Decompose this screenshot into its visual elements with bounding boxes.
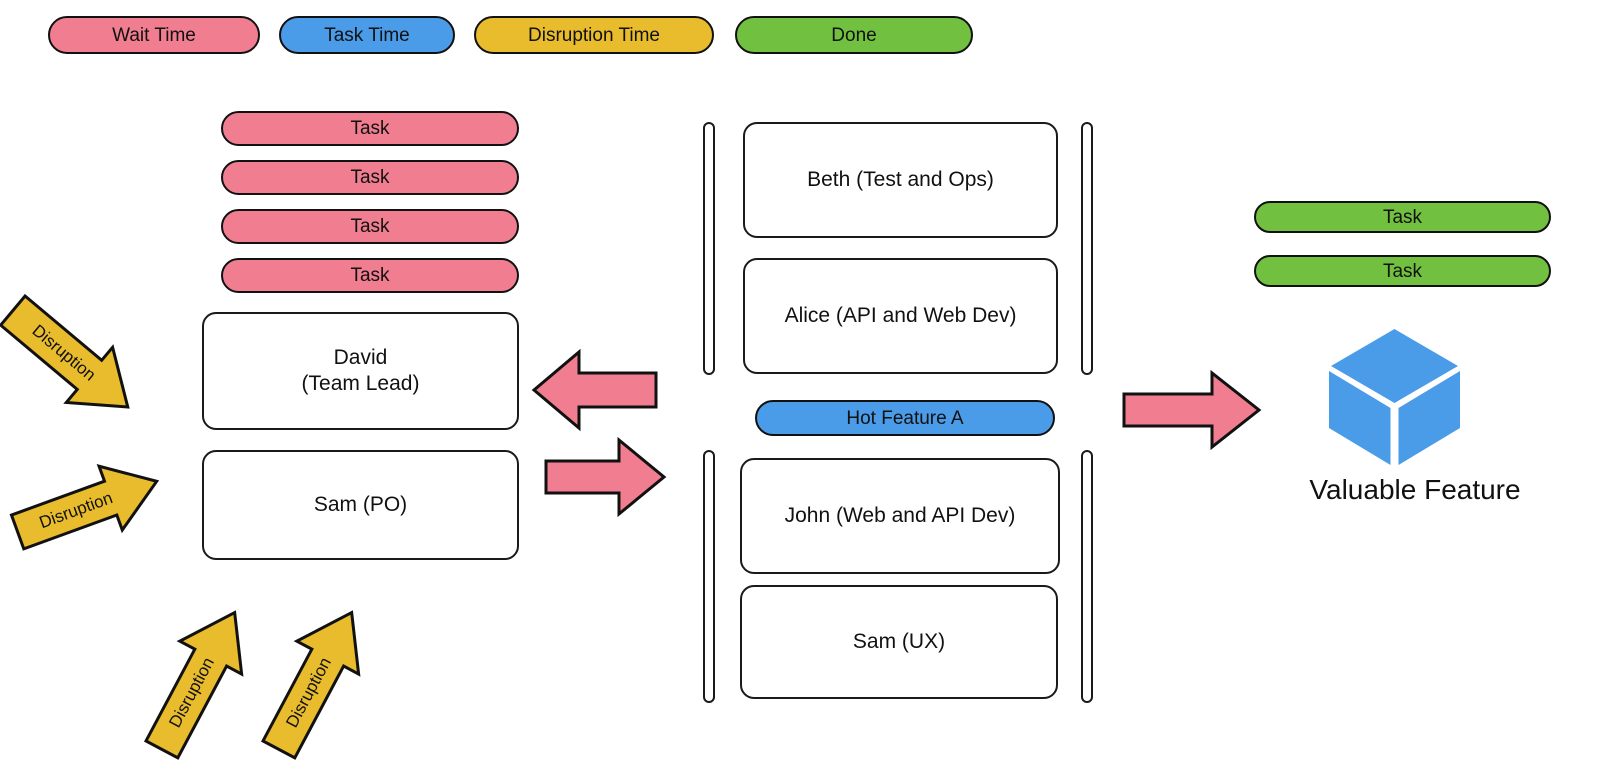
legend-item-task-time[interactable]: Task Time	[279, 16, 455, 54]
done-task-label: Task	[1382, 206, 1423, 228]
wait-task-pill[interactable]: Task	[221, 160, 519, 195]
people-name: Beth (Test and Ops)	[807, 167, 994, 191]
group-bracket-left	[703, 122, 715, 375]
people-role: (Team Lead)	[301, 372, 420, 395]
wait-task-pill[interactable]: Task	[221, 111, 519, 146]
people-name: Alice (API and Web Dev)	[784, 303, 1017, 327]
people-box-john[interactable]: John (Web and API Dev)	[740, 458, 1060, 574]
legend-item-label: Task Time	[324, 24, 410, 46]
wait-task-pill[interactable]: Task	[221, 258, 519, 293]
disruption-arrow-2[interactable]: Disruption	[6, 449, 168, 564]
hot-feature-pill[interactable]: Hot Feature A	[755, 400, 1055, 436]
wait-task-pill[interactable]: Task	[221, 209, 519, 244]
people-box-sam-ux[interactable]: Sam (UX)	[740, 585, 1058, 699]
legend-item-done[interactable]: Done	[735, 16, 973, 54]
valuable-feature-cube-icon	[1327, 327, 1462, 467]
wait-task-label: Task	[350, 118, 390, 139]
arrow-left-to-team[interactable]	[531, 348, 658, 432]
hot-feature-label: Hot Feature A	[846, 407, 964, 429]
disruption-arrow-3[interactable]: Disruption	[131, 596, 266, 766]
legend-item-wait-time[interactable]: Wait Time	[48, 16, 260, 54]
people-box-david-text: David (Team Lead)	[302, 345, 420, 398]
wait-task-label: Task	[350, 216, 390, 237]
legend-item-label: Disruption Time	[528, 24, 660, 46]
legend-item-label: Wait Time	[112, 24, 196, 46]
group-bracket-right	[1081, 450, 1093, 703]
legend-item-disruption-time[interactable]: Disruption Time	[474, 16, 714, 54]
disruption-arrow-1[interactable]: Disruption	[0, 283, 151, 435]
people-name: Sam (UX)	[852, 629, 946, 653]
disruption-arrow-4[interactable]: Disruption	[248, 596, 383, 766]
arrow-to-feature[interactable]	[1122, 369, 1262, 451]
people-box-beth[interactable]: Beth (Test and Ops)	[743, 122, 1058, 238]
people-name: John (Web and API Dev)	[784, 503, 1016, 527]
people-box-alice[interactable]: Alice (API and Web Dev)	[743, 258, 1058, 374]
wait-task-label: Task	[350, 265, 390, 286]
group-bracket-left	[703, 450, 715, 703]
people-box-sam-po[interactable]: Sam (PO)	[202, 450, 519, 560]
legend-item-label: Done	[831, 24, 877, 46]
valuable-feature-caption: Valuable Feature	[1309, 474, 1521, 505]
people-name: David	[333, 345, 388, 369]
done-task-pill[interactable]: Task	[1254, 255, 1551, 287]
people-name: Sam (PO)	[313, 492, 408, 516]
arrow-right-to-team[interactable]	[544, 436, 667, 518]
group-bracket-right	[1081, 122, 1093, 375]
wait-task-label: Task	[350, 167, 390, 188]
done-task-label: Task	[1382, 260, 1423, 282]
people-box-david[interactable]: David (Team Lead)	[202, 312, 519, 430]
done-task-pill[interactable]: Task	[1254, 201, 1551, 233]
